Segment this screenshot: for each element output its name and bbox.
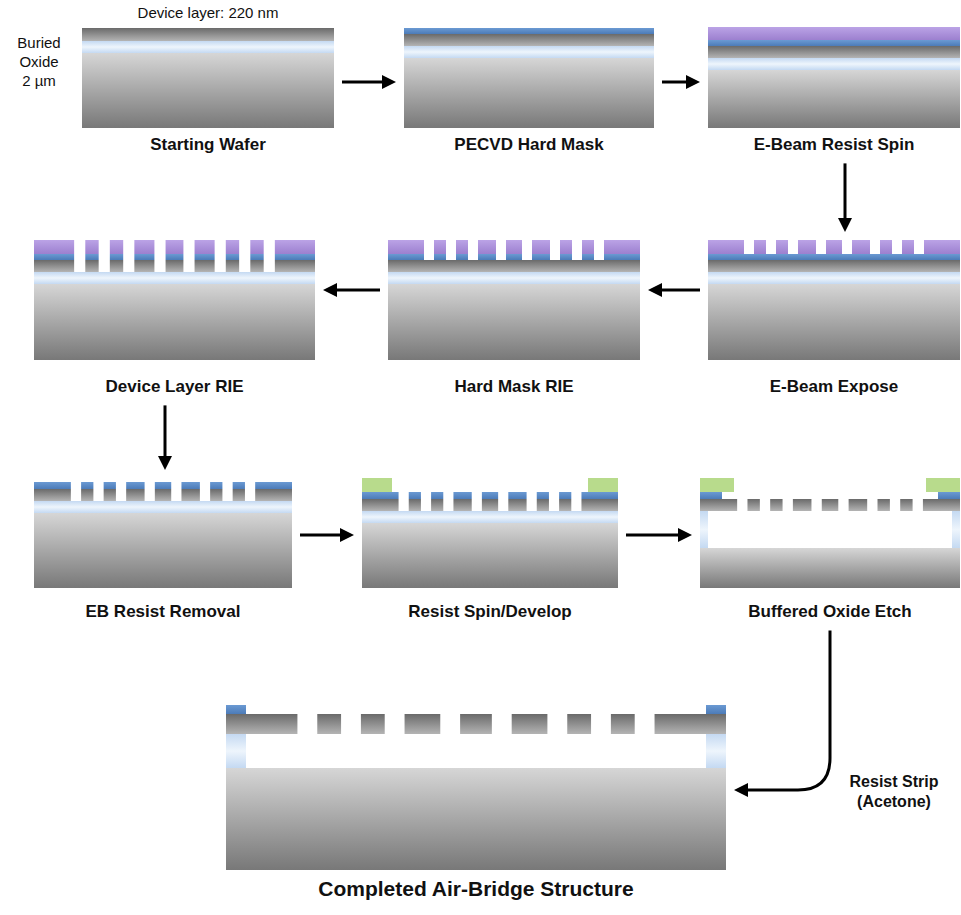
step-caption: Device Layer RIE bbox=[34, 377, 315, 397]
arrow-head bbox=[686, 75, 700, 89]
step-caption: E-Beam Resist Spin bbox=[708, 135, 960, 155]
arrow-head bbox=[382, 75, 396, 89]
process-arrow bbox=[734, 630, 830, 797]
arrow-head bbox=[340, 528, 354, 542]
step-caption: Starting Wafer bbox=[82, 135, 334, 155]
process-step: E-Beam Expose bbox=[708, 240, 960, 397]
step-caption: Hard Mask RIE bbox=[388, 377, 640, 397]
step-caption: Buffered Oxide Etch bbox=[700, 602, 960, 622]
step-caption: EB Resist Removal bbox=[34, 602, 292, 622]
arrow-head bbox=[323, 283, 337, 297]
step-caption: Resist Spin/Develop bbox=[362, 602, 618, 622]
process-arrow bbox=[323, 283, 380, 297]
arrow-head bbox=[158, 456, 172, 470]
process-arrow bbox=[662, 75, 700, 89]
step-caption: PECVD Hard Mask bbox=[404, 135, 654, 155]
process-step: Resist Spin/Develop bbox=[362, 478, 618, 622]
process-arrow bbox=[158, 405, 172, 470]
process-step: EB Resist Removal bbox=[34, 478, 292, 622]
arrow-head bbox=[648, 283, 662, 297]
layer-dimension: Device layer: 220 nm bbox=[82, 4, 334, 23]
process-step: Completed Air-Bridge Structure bbox=[226, 705, 726, 901]
arrow-head bbox=[838, 218, 852, 232]
arrow-head bbox=[678, 528, 692, 542]
process-arrow bbox=[648, 283, 700, 297]
layer-dimension: Buried Oxide 2 µm bbox=[14, 34, 64, 90]
process-step: Hard Mask RIE bbox=[388, 240, 640, 397]
process-step: E-Beam Resist Spin bbox=[708, 27, 960, 155]
process-step: Device Layer RIE bbox=[34, 240, 315, 397]
process-arrow bbox=[838, 163, 852, 232]
process-arrow bbox=[626, 528, 692, 542]
arrow-label: Resist Strip (Acetone) bbox=[838, 772, 950, 812]
process-arrow bbox=[300, 528, 354, 542]
process-step: PECVD Hard Mask bbox=[404, 28, 654, 155]
arrow-head bbox=[734, 783, 748, 797]
process-step: Starting Wafer bbox=[82, 28, 334, 155]
process-arrow bbox=[342, 75, 396, 89]
step-caption: Completed Air-Bridge Structure bbox=[226, 876, 726, 901]
process-step: Buffered Oxide Etch bbox=[700, 478, 960, 622]
step-caption: E-Beam Expose bbox=[708, 377, 960, 397]
